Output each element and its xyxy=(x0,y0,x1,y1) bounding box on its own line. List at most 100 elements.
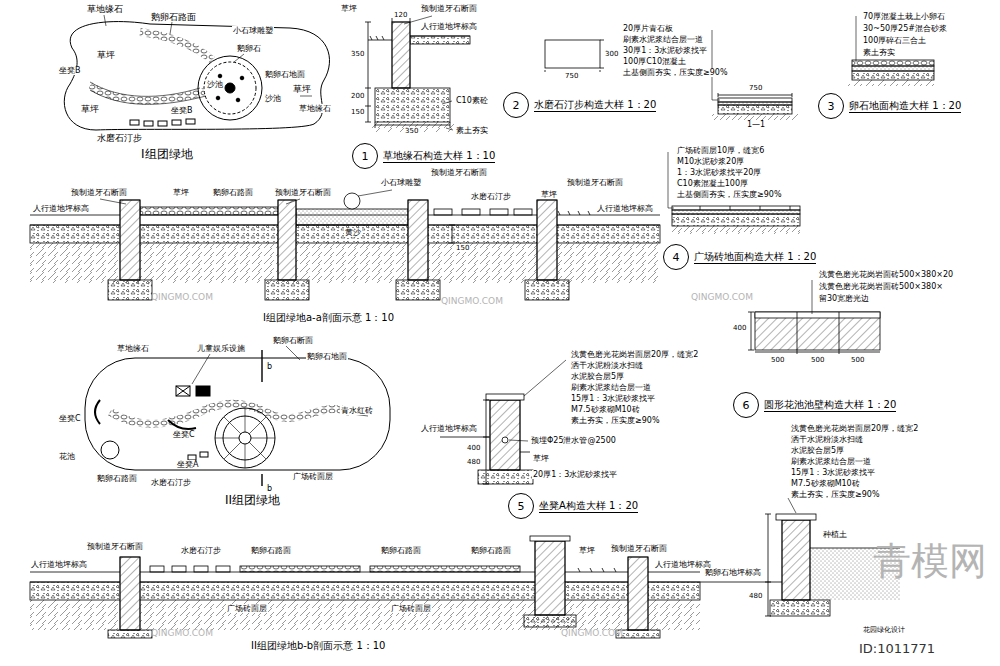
square-tile-detail-part xyxy=(668,152,674,208)
section-b-part xyxy=(535,541,565,615)
annotation-label: 坐凳C xyxy=(58,414,82,423)
annotation-label: 坐凳C xyxy=(172,430,196,439)
annotation-label: II组团绿地 xyxy=(224,494,281,508)
annotation-label: 鹅卵石 xyxy=(236,44,262,53)
section-a-part xyxy=(462,209,480,215)
annotation-label: 草坪 xyxy=(340,4,358,13)
annotation-label: 洒干水泥粉淡水扫缝 xyxy=(570,361,644,370)
planter-wall-detail-part xyxy=(755,312,880,350)
bench-detail-part xyxy=(486,394,524,400)
annotation-label: 草坪 xyxy=(540,190,558,199)
annotation-label: 留30宽磨光边 xyxy=(818,294,870,303)
stepping-stone-plan-part xyxy=(545,40,600,68)
stepping-stone-section-part xyxy=(712,30,720,100)
annotation-label: 70厚混凝土栽上小卵石 xyxy=(862,12,946,21)
annotation-label: 草坪 xyxy=(532,454,550,463)
annotation-label: 儿童娱乐设施 xyxy=(196,344,246,353)
annotation-label: 20厚1：3水泥砂浆找平 xyxy=(532,470,618,479)
plan-two xyxy=(85,346,390,486)
plan-two-part xyxy=(168,420,196,429)
detail-title: 广场砖地面构造大样 1：20 xyxy=(694,251,816,264)
annotation-label: 鹅卵石地面 xyxy=(306,352,348,361)
annotation-label: 鹅卵石地坪标高 xyxy=(704,568,762,577)
plan-two-part xyxy=(110,404,350,424)
square-tile-detail-part xyxy=(672,206,800,210)
annotation-label: 15厚1：3水泥砂浆找平 xyxy=(570,394,656,403)
annotation-label: 水磨石汀步 xyxy=(470,192,512,201)
annotation-label: 草地缘石 xyxy=(298,104,332,113)
annotation-label: 鹅卵石路面 xyxy=(250,546,292,555)
annotation-label: 土基侧面夯实，压实度≥90% xyxy=(676,190,782,199)
annotation-label: 100厚碎石三合土 xyxy=(862,36,927,45)
callout-number: 5 xyxy=(508,493,534,519)
annotation-label: 预制道牙石断面 xyxy=(70,188,128,197)
annotation-label: 土基侧面夯实，压实度≥90% xyxy=(622,68,728,77)
section-b-part xyxy=(240,566,360,572)
annotation-label: 水磨石汀步 xyxy=(180,546,222,555)
annotation-label: 300 xyxy=(604,50,619,58)
plan-one-part xyxy=(104,15,312,96)
curb-detail-part xyxy=(392,22,410,88)
section-b-part xyxy=(524,615,576,627)
annotation-label: 广场砖面层10厚，缝宽6 xyxy=(676,146,765,155)
annotation-label: 鹅卵石路面 xyxy=(470,546,512,555)
callout-number: 1 xyxy=(352,143,378,169)
annotation-label: 水磨石汀步 xyxy=(150,478,192,487)
bench-detail xyxy=(440,360,566,484)
section-b xyxy=(30,536,700,638)
plan-one-part xyxy=(186,119,195,124)
annotation-label: 500 xyxy=(850,356,865,364)
planter-wall-detail-part xyxy=(797,312,839,350)
curb-detail-part xyxy=(375,88,450,122)
annotation-label: 鹅卵石路面 xyxy=(380,546,422,555)
annotation-label: M7.5砂浆砌M10砖 xyxy=(570,405,641,414)
detail-marker: 1草地缘石构造大样 1：10 xyxy=(352,143,495,169)
annotation-label: C10素砼 xyxy=(455,96,489,105)
annotation-label: 花园绿化设计 xyxy=(862,626,906,634)
planter-edge-detail xyxy=(700,498,900,616)
annotation-label: 鹅卵石路面 xyxy=(96,474,138,483)
planter-wall-detail-part xyxy=(755,350,880,354)
annotation-label: M10水泥砂浆20厚 xyxy=(676,157,745,166)
section-a-part xyxy=(558,211,590,215)
annotation-label: 500 xyxy=(770,356,785,364)
planter-edge-detail-part xyxy=(765,514,771,616)
square-tile-detail-part xyxy=(700,206,790,210)
section-a-part xyxy=(537,200,557,280)
stepping-stone-section-part xyxy=(718,98,792,102)
watermark: QINGMO.COM xyxy=(560,628,624,638)
detail-title: 坐凳A构造大样 1：20 xyxy=(539,500,638,513)
bench-detail-part xyxy=(509,360,566,441)
annotation-label: 素土夯实，压实度≥90% xyxy=(570,416,660,425)
annotation-label: 黄沙 xyxy=(344,228,362,237)
plan-one-part xyxy=(140,32,212,60)
bench-detail-part xyxy=(520,452,530,453)
annotation-label: 青水红砖 xyxy=(340,406,374,415)
plan-one-part xyxy=(240,76,244,80)
annotation-label: 30~50厚25#混合砂浆 xyxy=(862,24,948,33)
annotation-label: 人行道地坪标高 xyxy=(32,204,90,213)
annotation-label: 预制道牙石断面 xyxy=(274,188,332,197)
section-b-part xyxy=(370,566,520,572)
pebble-paving-detail-part xyxy=(852,60,934,66)
detail-title: 圆形花池池壁构造大样 1：20 xyxy=(764,399,896,412)
annotation-label: 150 xyxy=(350,108,365,116)
annotation-label: 草坪 xyxy=(80,104,100,114)
section-a-part xyxy=(449,225,455,243)
plan-one-part xyxy=(90,82,206,104)
annotation-label: II组团绿地b-b剖面示意 1：10 xyxy=(250,640,386,652)
annotation-label: 预制道牙石断面 xyxy=(86,542,144,551)
plan-one-part xyxy=(225,83,235,93)
square-tile-detail-part xyxy=(672,226,800,234)
plan-one-part xyxy=(216,96,220,100)
annotation-label: I组团绿地a-a剖面示意 1：10 xyxy=(262,312,395,324)
annotation-label: 预制道牙石断面 xyxy=(566,178,624,187)
callout-number: 3 xyxy=(818,93,844,119)
annotation-label: 花池 xyxy=(58,452,76,461)
annotation-label: 小石球雕塑 xyxy=(232,26,274,35)
id-stamp: ID:1011771 xyxy=(858,642,936,657)
section-b-part xyxy=(628,557,648,630)
annotation-label: 400 xyxy=(732,324,747,332)
section-a-part xyxy=(296,209,408,225)
annotation-label: 人行道地坪标高 xyxy=(596,204,654,213)
